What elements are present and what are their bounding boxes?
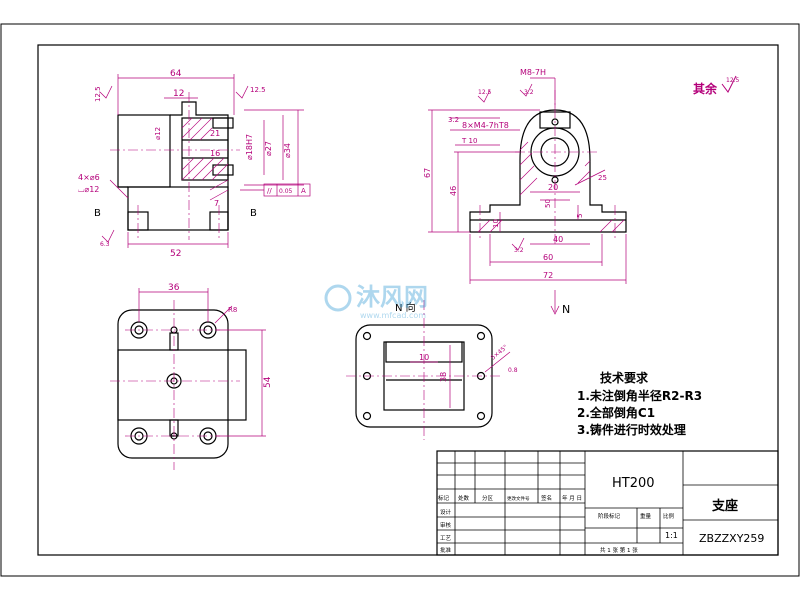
header-label-4: 更改文件号 <box>507 495 530 502</box>
row-label-approve: 批准 <box>440 546 452 554</box>
dim-holes-thread: 8×M4-7hT8 <box>462 121 509 130</box>
roughness-symbol-icon <box>721 75 737 93</box>
row-label-process: 工艺 <box>440 535 452 542</box>
tech-req-item-3: 3.铸件进行时效处理 <box>577 422 686 437</box>
dim-46: 46 <box>449 186 458 196</box>
tolerance-value: 0.05 <box>279 188 293 195</box>
header-label-5: 签名 <box>541 494 552 502</box>
top-view-dimensions <box>138 288 266 437</box>
dim-rough-right: 12.5 <box>250 86 266 94</box>
watermark-url: www.mfcad.com <box>360 311 426 320</box>
scale-label: 比例 <box>663 512 675 520</box>
drawing-number: ZBZZXY259 <box>699 532 764 545</box>
header-label-6: 年 月 日 <box>562 494 582 502</box>
dim-67: 67 <box>423 168 432 178</box>
dim-64: 64 <box>170 69 182 79</box>
inner-frame <box>37 44 779 556</box>
row-label-design: 设计 <box>440 508 452 516</box>
roughness-note: 其余 12.5 <box>693 75 740 96</box>
dim-40: 40 <box>553 235 563 244</box>
roughness-label: 其余 <box>693 81 718 96</box>
tolerance-symbol: // <box>267 187 272 195</box>
dim-thread-top: M8-7H <box>520 68 546 77</box>
dim-10: 10 <box>492 219 500 228</box>
top-view-labels: 36 R8 54 <box>168 283 273 388</box>
dim-rough-bottom: 6.3 <box>100 241 110 248</box>
sheet-count: 共 1 张 第 1 张 <box>600 546 638 554</box>
part-name: 支座 <box>711 498 738 514</box>
rough-bottom: 3.2 <box>514 247 524 254</box>
side-view-dimensions <box>428 77 627 315</box>
watermark: 沐风网 www.mfcad.com <box>324 283 428 320</box>
tech-req-title: 技术要求 <box>600 370 649 385</box>
dim-counterbore: ⌴⌀12 <box>78 185 99 194</box>
front-view-labels: 64 12 12.5 12.5 ⌀12 21 ⌀18H7 ⌀27 ⌀34 16 … <box>78 69 306 259</box>
section-label-right: B <box>250 208 257 219</box>
section-label-left: B <box>94 208 101 219</box>
side-view-centerlines <box>479 90 616 245</box>
side-view-labels: M8-7H 3.2 12.5 8×M4-7hT8 3.2 T 10 67 46 … <box>423 68 607 280</box>
dim-chamfer: 5×45° <box>490 344 509 362</box>
dim-depth-08: 0.8 <box>508 367 518 374</box>
header-label-3: 分区 <box>482 494 494 502</box>
dim-60: 60 <box>543 253 553 262</box>
rough-top: 3.2 <box>524 89 534 96</box>
scale-value: 1:1 <box>665 531 678 540</box>
material: HT200 <box>612 476 655 491</box>
dim-16: 16 <box>210 149 220 158</box>
dim-depth: T 10 <box>461 137 477 145</box>
n-direction-label: N <box>562 303 570 316</box>
n-direction-centerlines <box>346 300 500 440</box>
dim-50: 50 <box>544 199 552 208</box>
dim-bore-27: ⌀27 <box>264 141 273 156</box>
n-direction-dimensions <box>410 345 511 408</box>
stage-label: 阶段标记 <box>598 512 621 520</box>
rough-top-2: 12.5 <box>478 89 492 96</box>
top-view-centerlines <box>110 300 240 470</box>
tech-requirements: 技术要求 1.未注倒角半径R2-R3 2.全部倒角C1 3.铸件进行时效处理 <box>577 370 702 437</box>
row-label-review: 审核 <box>440 521 452 529</box>
dim-52: 52 <box>170 249 181 259</box>
dim-holes: 4×⌀6 <box>78 173 100 182</box>
dim-bore-34: ⌀34 <box>283 143 292 158</box>
dim-n-10: 10 <box>419 353 429 362</box>
watermark-text: 沐风网 <box>356 283 428 311</box>
dim-bore-12: ⌀12 <box>154 127 162 140</box>
tech-req-item-2: 2.全部倒角C1 <box>577 405 655 420</box>
header-label-2: 处数 <box>458 494 470 502</box>
dim-36: 36 <box>168 283 180 293</box>
datum-label: A <box>301 187 306 195</box>
tech-req-item-1: 1.未注倒角半径R2-R3 <box>577 388 702 403</box>
title-block <box>436 450 779 556</box>
dim-n-38: 38 <box>439 372 448 382</box>
side-view-hatch <box>477 141 625 233</box>
front-view-centerlines <box>110 92 240 240</box>
weight-label: 重量 <box>640 512 652 520</box>
front-view-dimensions <box>99 74 311 248</box>
watermark-logo-icon <box>324 284 352 312</box>
dim-21: 21 <box>210 129 220 138</box>
front-view <box>117 101 234 231</box>
title-block-text: HT200 支座 ZBZZXY259 1:1 标记 处数 分区 更改文件号 签名… <box>438 476 764 554</box>
view-label: N 向 <box>395 301 416 314</box>
front-view-hatch <box>181 117 229 201</box>
rough-32: 3.2 <box>448 116 459 124</box>
dim-72: 72 <box>543 271 553 280</box>
dim-54: 54 <box>263 376 273 388</box>
roughness-value: 12.5 <box>726 77 740 84</box>
dim-12-top: 12 <box>173 89 184 99</box>
header-label-1: 标记 <box>438 494 450 502</box>
dim-7: 7 <box>214 199 219 208</box>
outer-border <box>0 23 800 577</box>
rough-side: 25 <box>598 174 607 182</box>
dim-bore-18: ⌀18H7 <box>245 134 254 160</box>
dim-20: 20 <box>548 183 558 192</box>
dim-rough-left: 12.5 <box>94 86 102 102</box>
dim-5: 5 <box>576 214 584 218</box>
dim-r8: R8 <box>228 306 237 314</box>
